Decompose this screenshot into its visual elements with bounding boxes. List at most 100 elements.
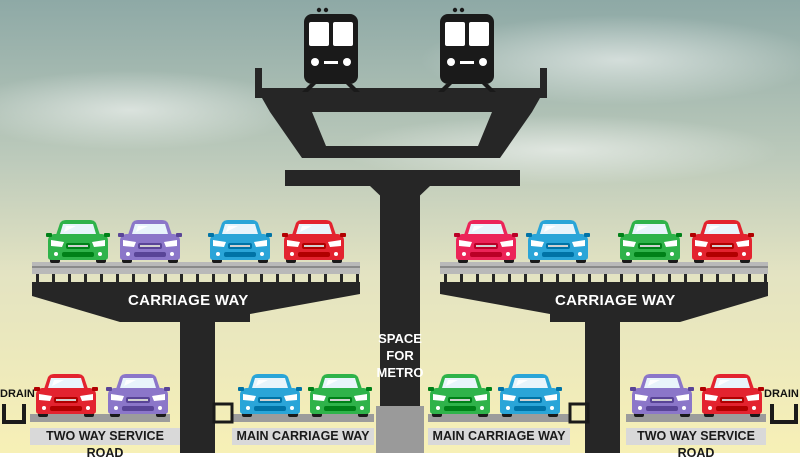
drain-left-label: DRAIN: [0, 388, 35, 400]
car-icon: [118, 220, 182, 263]
flyover-pier: [180, 322, 215, 453]
car-icon: [454, 220, 518, 263]
metro-train-icon: [302, 7, 360, 92]
car-icon: [630, 374, 694, 417]
car-icon: [34, 374, 98, 417]
carriage-way-left-label: CARRIAGE WAY: [128, 292, 249, 309]
space-label-line: FOR: [386, 348, 414, 363]
railing-post: [356, 274, 359, 282]
metro-pier-cap: [262, 98, 540, 158]
deck-railing-posts: [444, 274, 767, 282]
carriage-way-right-label: CARRIAGE WAY: [555, 292, 676, 309]
deck-cap: [440, 282, 768, 336]
railing-post: [52, 274, 55, 282]
railing-post: [260, 274, 263, 282]
space-for-metro-label: SPACE FOR METRO: [376, 330, 424, 381]
railing-post: [556, 274, 559, 282]
railing-post: [164, 274, 167, 282]
space-label-line: METRO: [376, 365, 424, 380]
flyover-pier: [585, 322, 620, 453]
railing-post: [292, 274, 295, 282]
service-road-left-label: TWO WAY SERVICE ROAD: [30, 428, 180, 460]
car-icon: [526, 220, 590, 263]
car-icon: [282, 220, 346, 263]
railing-post: [276, 274, 279, 282]
metro-structure: [255, 68, 547, 406]
deck-railing-line: [32, 266, 360, 268]
railing-post: [212, 274, 215, 282]
railing-post: [636, 274, 639, 282]
railing-post: [196, 274, 199, 282]
service-road-right-label: TWO WAY SERVICE ROAD: [626, 428, 766, 460]
railing-post: [36, 274, 39, 282]
ground-edge: [232, 414, 374, 422]
railing-post: [764, 274, 767, 282]
railing-post: [476, 274, 479, 282]
railing-post: [460, 274, 463, 282]
median: [212, 402, 234, 424]
railing-post: [716, 274, 719, 282]
ground-edge: [30, 414, 170, 422]
car-icon: [308, 374, 372, 417]
ground-edge: [428, 414, 570, 422]
car-icon: [700, 374, 764, 417]
railing-post: [68, 274, 71, 282]
railing-post: [100, 274, 103, 282]
railing-post: [652, 274, 655, 282]
railing-post: [228, 274, 231, 282]
space-label-line: SPACE: [378, 331, 422, 346]
cloud: [340, 115, 780, 185]
railing-post: [700, 274, 703, 282]
car-icon: [428, 374, 492, 417]
metro-column: [380, 186, 420, 406]
car-icon: [238, 374, 302, 417]
drain-right: [770, 404, 798, 424]
main-carriage-right-label: MAIN CARRIAGE WAY: [428, 428, 570, 445]
drain-left: [2, 404, 26, 424]
railing-post: [492, 274, 495, 282]
railing-post: [604, 274, 607, 282]
railing-post: [308, 274, 311, 282]
railing-post: [540, 274, 543, 282]
railing-post: [244, 274, 247, 282]
median: [568, 402, 590, 424]
railing-post: [620, 274, 623, 282]
main-carriage-left-label: MAIN CARRIAGE WAY: [232, 428, 374, 445]
railing-post: [732, 274, 735, 282]
flyover-right: [440, 262, 768, 453]
cloud: [420, 15, 800, 105]
vehicles: [34, 220, 764, 417]
railing-post: [116, 274, 119, 282]
railing-post: [444, 274, 447, 282]
railing-post: [132, 274, 135, 282]
railing-post: [340, 274, 343, 282]
metro-deck: [255, 68, 547, 98]
flyover-left: [32, 262, 360, 453]
car-icon: [46, 220, 110, 263]
railing-post: [84, 274, 87, 282]
railing-post: [748, 274, 751, 282]
cloud: [0, 70, 300, 150]
metro-train-icon: [438, 7, 496, 92]
car-icon: [208, 220, 272, 263]
metro-column-base: [376, 406, 424, 453]
railing-post: [180, 274, 183, 282]
deck-cap: [32, 282, 360, 336]
railing-post: [508, 274, 511, 282]
ground-level: [2, 402, 798, 424]
ground-edge: [626, 414, 766, 422]
deck-railing-posts: [36, 274, 359, 282]
deck-railing-line: [440, 266, 768, 268]
railing-post: [588, 274, 591, 282]
railing-post: [324, 274, 327, 282]
railing-post: [668, 274, 671, 282]
drain-right-label: DRAIN: [764, 388, 799, 400]
railing-post: [572, 274, 575, 282]
car-icon: [618, 220, 682, 263]
car-icon: [106, 374, 170, 417]
car-icon: [498, 374, 562, 417]
railing-post: [684, 274, 687, 282]
car-icon: [690, 220, 754, 263]
railing-post: [148, 274, 151, 282]
